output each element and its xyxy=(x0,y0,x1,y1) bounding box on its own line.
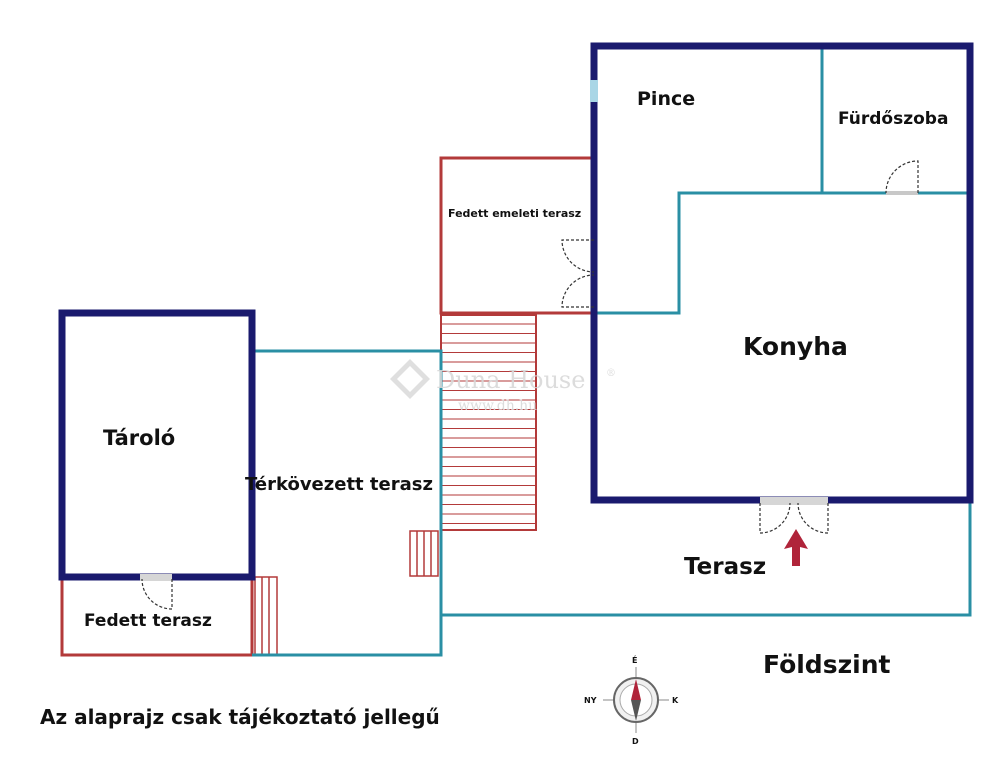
entrance-arrow-icon xyxy=(784,529,808,566)
small-steps-left xyxy=(254,576,278,656)
compass-west-label: NY xyxy=(584,696,597,705)
cellar-window xyxy=(590,80,598,102)
compass-south-label: D xyxy=(632,737,639,746)
room-label-fedett-terasz: Fedett terasz xyxy=(84,611,212,631)
compass-needle-south xyxy=(631,700,641,721)
paved-terrace-outline xyxy=(252,349,443,657)
watermark-url: www.dh.hu xyxy=(458,398,537,414)
watermark-registered: ® xyxy=(606,368,616,379)
floor-title: Földszint xyxy=(763,650,891,679)
small-steps-terrace xyxy=(409,530,439,577)
kitchen-door-left xyxy=(759,502,791,534)
terrace-outlines xyxy=(60,156,594,657)
room-label-terasz: Terasz xyxy=(684,554,766,580)
doors xyxy=(141,160,919,610)
terrace-outline xyxy=(441,500,972,617)
room-label-konyha: Konyha xyxy=(743,332,848,361)
disclaimer: Az alaprajz csak tájékoztató jellegű xyxy=(40,705,440,729)
watermark-brand: Duna House xyxy=(436,366,585,394)
room-label-furdoszoba: Fürdőszoba xyxy=(838,109,948,129)
room-label-fedett-emeleti-terasz: Fedett emeleti terasz xyxy=(448,207,581,220)
compass-east-label: K xyxy=(672,696,679,705)
inner-walls xyxy=(252,46,972,657)
storage-door-gap xyxy=(140,574,172,581)
room-label-tarolo: Tároló xyxy=(103,426,175,450)
room-label-terkovezett-terasz: Térkövezett terasz xyxy=(245,474,433,495)
kitchen-entrance-gap xyxy=(760,497,828,505)
bathroom-door xyxy=(885,160,919,194)
covered-terrace-outline xyxy=(60,577,254,657)
compass-needle-north xyxy=(631,679,641,700)
storage-door xyxy=(141,578,173,610)
room-label-pince: Pince xyxy=(637,88,695,110)
upper-terrace-door-top xyxy=(561,239,595,273)
compass-north-label: É xyxy=(632,654,637,665)
upper-terrace-door-bottom xyxy=(561,274,595,308)
compass-icon: É D K NY xyxy=(584,654,679,746)
main-staircase xyxy=(440,314,537,531)
upper-covered-terrace-outline xyxy=(439,156,594,315)
watermark: Duna House ® www.dh.hu xyxy=(390,359,616,414)
kitchen-door-right xyxy=(797,502,829,534)
